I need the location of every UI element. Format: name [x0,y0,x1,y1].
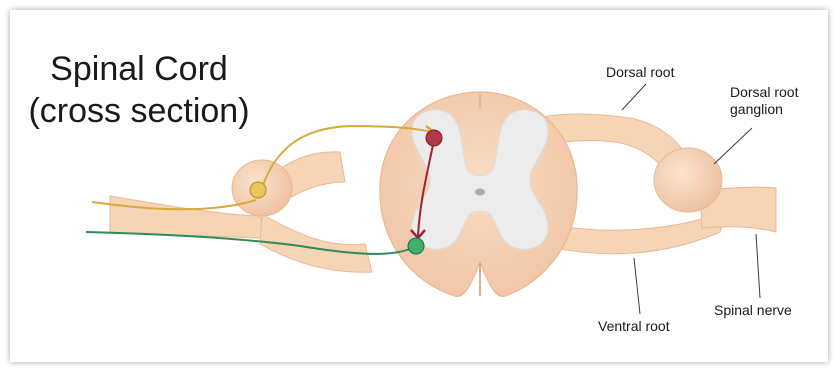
label-dorsal-root-ganglion: Dorsal root ganglion [730,84,798,118]
right-dorsal-root-ganglion [654,148,722,212]
label-ventral-root-text: Ventral root [598,318,670,335]
label-dorsal-root: Dorsal root [606,64,674,81]
label-spinal-nerve: Spinal nerve [714,302,792,319]
leader-dorsal-root-ganglion [714,128,752,164]
diagram-title: Spinal Cord (cross section) [28,48,250,132]
title-line-1: Spinal Cord [28,48,250,90]
label-spinal-nerve-text: Spinal nerve [714,302,792,319]
title-line-2: (cross section) [28,90,250,132]
leader-dorsal-root [622,84,646,110]
interneuron-cell-body [426,130,442,146]
sensory-cell-body [250,182,266,198]
motor-cell-body [408,238,424,254]
label-ventral-root: Ventral root [598,318,670,335]
leader-spinal-nerve [756,234,760,298]
leader-ventral-root [634,258,640,314]
left-nerve-roots [110,152,372,272]
label-dorsal-root-ganglion-line-2: ganglion [730,101,798,118]
label-dorsal-root-text: Dorsal root [606,64,674,81]
central-canal [475,189,485,196]
label-dorsal-root-ganglion-line-1: Dorsal root [730,84,798,101]
